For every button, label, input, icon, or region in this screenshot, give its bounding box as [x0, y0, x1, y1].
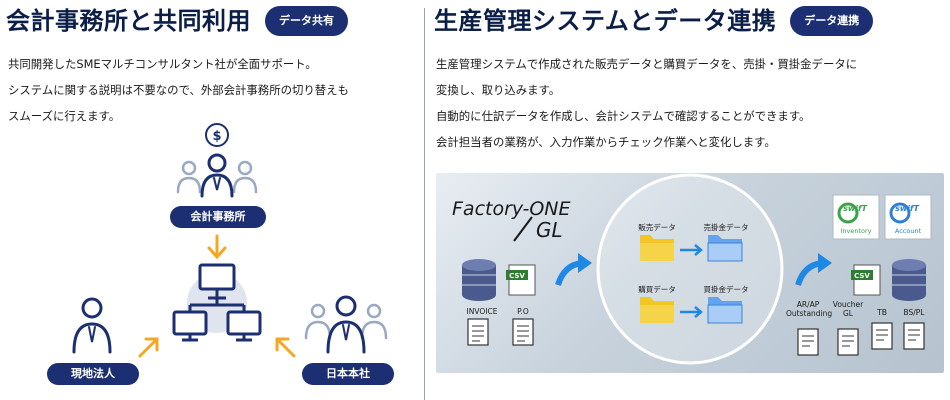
csv-file-icon: CSV	[851, 264, 881, 296]
sales-data-label: 販売データ	[638, 223, 676, 232]
sales-data-folder-icon	[640, 235, 674, 261]
invoice-document-icon	[467, 318, 489, 346]
shared-use-header: 会計事務所と共同利用 データ共有	[6, 6, 348, 36]
purchase-data-label: 購買データ	[638, 285, 676, 294]
data-flow-graphic: Factory-ONE GL CSV	[452, 173, 932, 365]
data-integration-panel: 生産管理システムとデータ連携 データ連携 生産管理システムで作成された販売データ…	[428, 0, 950, 400]
data-sharing-badge: データ共有	[265, 6, 348, 36]
coin-icon: $	[205, 123, 229, 147]
panel-divider	[424, 8, 425, 400]
bs-pl-label: BS/PL	[903, 308, 925, 317]
po-document-icon	[512, 318, 534, 346]
japan-hq-people-icon	[304, 295, 388, 354]
local-entity-label: 現地法人	[47, 363, 139, 385]
factory-one-logo-text: Factory-ONE	[452, 198, 571, 220]
desc-line: 会計担当者の業務が、入力作業からチェック作業へと変化します。	[436, 135, 776, 149]
receivables-data-label: 売掛金データ	[703, 223, 749, 232]
japan-hq-label: 日本本社	[302, 363, 394, 385]
desc-line: スムーズに行えます。	[8, 109, 121, 123]
data-flow-figure: Factory-ONE GL CSV	[436, 173, 944, 373]
swift-inventory-sub: Inventory	[840, 227, 872, 235]
shared-use-panel: 会計事務所と共同利用 データ共有 共同開発したSMEマルチコンサルタント社が全面…	[0, 0, 422, 400]
arrow-down-icon	[207, 234, 227, 260]
voucher-gl-label: Voucher GL	[832, 300, 864, 318]
swift-inventory-brand: swifT	[843, 204, 867, 213]
coin-symbol: $	[212, 129, 221, 144]
output-document-icon	[797, 328, 819, 356]
database-icon	[892, 259, 926, 301]
swift-account-card	[884, 194, 932, 240]
payables-data-label: 買掛金データ	[703, 285, 749, 294]
arrow-right-icon	[680, 244, 703, 256]
data-integration-badge: データ連携	[790, 6, 874, 36]
output-document-icon	[903, 322, 925, 350]
data-integration-title: 生産管理システムとデータ連携	[434, 7, 777, 35]
desc-line: 生産管理システムで作成された販売データと購買データを、売掛・買掛金データに	[436, 57, 858, 71]
accountants-icon	[176, 153, 258, 198]
swift-account-brand: swifT	[895, 204, 919, 213]
output-document-icon	[837, 328, 859, 356]
svg-text:CSV: CSV	[854, 272, 870, 280]
invoice-label: INVOICE	[466, 307, 498, 316]
desc-line: 自動的に仕訳データを作成し、会計システムで確認することができます。	[436, 109, 811, 123]
receivables-folder-icon	[707, 235, 743, 262]
shared-use-title: 会計事務所と共同利用	[6, 7, 251, 35]
data-integration-header: 生産管理システムとデータ連携 データ連携	[434, 6, 874, 36]
conversion-circle	[596, 173, 784, 365]
arrow-up-right-icon	[138, 337, 159, 358]
gl-logo-text: GL	[536, 218, 563, 242]
database-icon	[462, 259, 496, 301]
computer-network-icon	[172, 263, 262, 342]
data-integration-description: 生産管理システムで作成された販売データと購買データを、売掛・買掛金データに 変換…	[436, 51, 857, 155]
tb-label: TB	[877, 308, 887, 317]
csv-file-icon: CSV	[506, 264, 536, 296]
swift-account-sub: Account	[894, 227, 922, 235]
desc-line: 共同開発したSMEマルチコンサルタント社が全面サポート。	[8, 57, 317, 71]
desc-line: システムに関する説明は不要なので、外部会計事務所の切り替えも	[8, 83, 349, 97]
swift-inventory-card	[832, 194, 880, 240]
arrow-right-icon	[680, 306, 703, 318]
shared-use-diagram: $	[0, 120, 422, 400]
po-label: P.O	[517, 307, 529, 316]
diagram-graphic: $	[72, 123, 388, 358]
svg-text:CSV: CSV	[509, 272, 525, 280]
local-entity-person-icon	[72, 297, 112, 354]
desc-line: 変換し、取り込みます。	[436, 83, 561, 97]
ar-ap-outstanding-label: AR/AP Outstanding	[786, 300, 833, 318]
shared-use-description: 共同開発したSMEマルチコンサルタント社が全面サポート。 システムに関する説明は…	[8, 51, 349, 129]
purchase-data-folder-icon	[640, 297, 674, 323]
accounting-firm-label: 会計事務所	[170, 206, 266, 228]
output-document-icon	[871, 322, 893, 350]
payables-folder-icon	[707, 297, 743, 324]
arrow-up-left-icon	[275, 337, 296, 358]
